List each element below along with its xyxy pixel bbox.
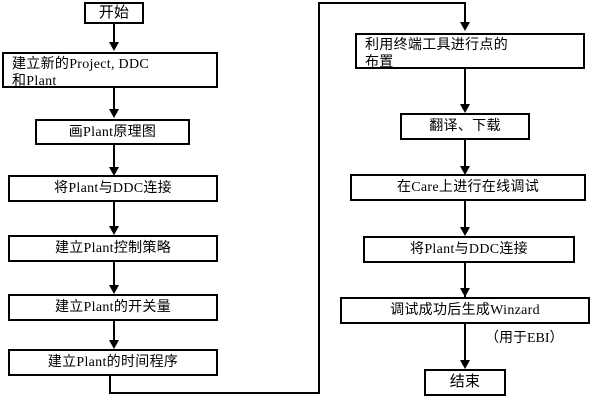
arrowhead-winzard (460, 288, 470, 297)
node-plant-strategy[interactable]: 建立Plant控制策略 (8, 235, 218, 262)
arrowhead-schedule (109, 340, 119, 349)
node-terminal-points[interactable]: 利用终端工具进行点的 布置 (355, 33, 585, 70)
arrowhead-end (460, 360, 470, 369)
annotation-ebi-note: （用于EBI） (485, 331, 564, 346)
node-plant-switch[interactable]: 建立Plant的开关量 (8, 294, 218, 321)
node-translate-download[interactable]: 翻译、下载 (400, 113, 530, 140)
edge-top-horizontal (318, 2, 466, 4)
edge-into-terminal-points (464, 2, 466, 24)
edge-link-ddc-1-to-strategy (113, 202, 115, 230)
edge-right-riser (318, 2, 320, 394)
node-care-online-debug[interactable]: 在Care上进行在线调试 (350, 174, 586, 201)
edge-create-project-to-draw-plant (113, 88, 115, 111)
arrowhead-link-ddc-2 (460, 227, 470, 236)
edge-schedule-down (109, 376, 111, 394)
node-create-project[interactable]: 建立新的Project, DDC 和Plant (2, 52, 218, 89)
node-plant-schedule[interactable]: 建立Plant的时间程序 (8, 349, 218, 376)
edge-strategy-to-switch (113, 262, 115, 290)
arrowhead-draw-plant (109, 109, 119, 118)
node-start[interactable]: 开始 (84, 2, 144, 24)
node-draw-plant[interactable]: 画Plant原理图 (35, 119, 190, 145)
edge-translate-to-care (464, 140, 466, 172)
edge-draw-plant-to-link-ddc-1 (113, 145, 115, 171)
node-link-plant-ddc-2[interactable]: 将Plant与DDC连接 (363, 236, 575, 263)
arrowhead-create-project (109, 42, 119, 51)
edge-switch-to-schedule (113, 321, 115, 347)
node-link-plant-ddc-1[interactable]: 将Plant与DDC连接 (8, 175, 218, 202)
edge-bottom-horizontal (109, 392, 320, 394)
edge-start-to-create-project (113, 24, 115, 44)
edge-terminal-to-translate (464, 69, 466, 111)
arrowhead-care (460, 166, 470, 175)
edge-winzard-to-end (464, 324, 466, 367)
arrowhead-switch (109, 285, 119, 294)
edge-link-ddc-2-to-winzard (464, 263, 466, 297)
arrowhead-terminal-points (460, 22, 470, 31)
node-generate-winzard[interactable]: 调试成功后生成Winzard (340, 297, 590, 324)
edge-care-to-link-ddc-2 (464, 201, 466, 234)
arrowhead-strategy (109, 226, 119, 235)
node-end[interactable]: 结束 (424, 369, 506, 396)
arrowhead-link-ddc-1 (109, 167, 119, 176)
arrowhead-translate (460, 104, 470, 113)
